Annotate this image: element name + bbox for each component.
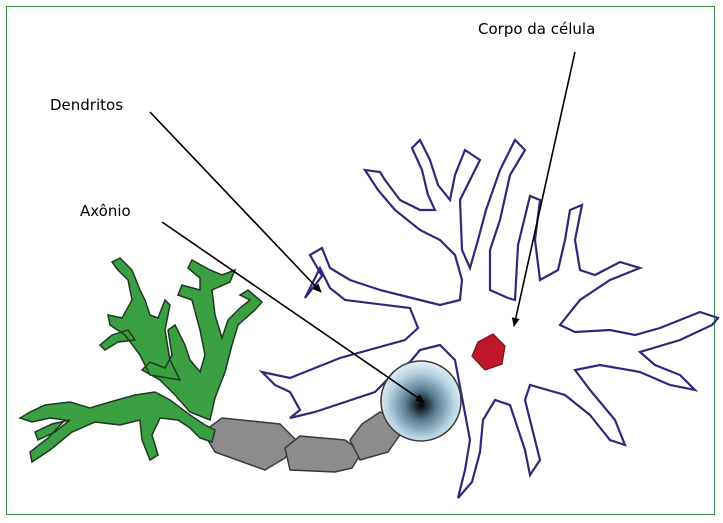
myelin-segment-1 — [203, 418, 296, 470]
nucleus — [472, 334, 505, 370]
label-dendrites: Dendritos — [50, 98, 123, 113]
axon-hillock-sphere — [381, 361, 461, 441]
arrow-dendrites — [150, 112, 321, 292]
label-axon: Axônio — [80, 204, 131, 219]
label-cell-body: Corpo da célula — [478, 22, 595, 37]
arrow-cell-body — [514, 52, 575, 326]
myelin-sheath — [203, 412, 402, 472]
